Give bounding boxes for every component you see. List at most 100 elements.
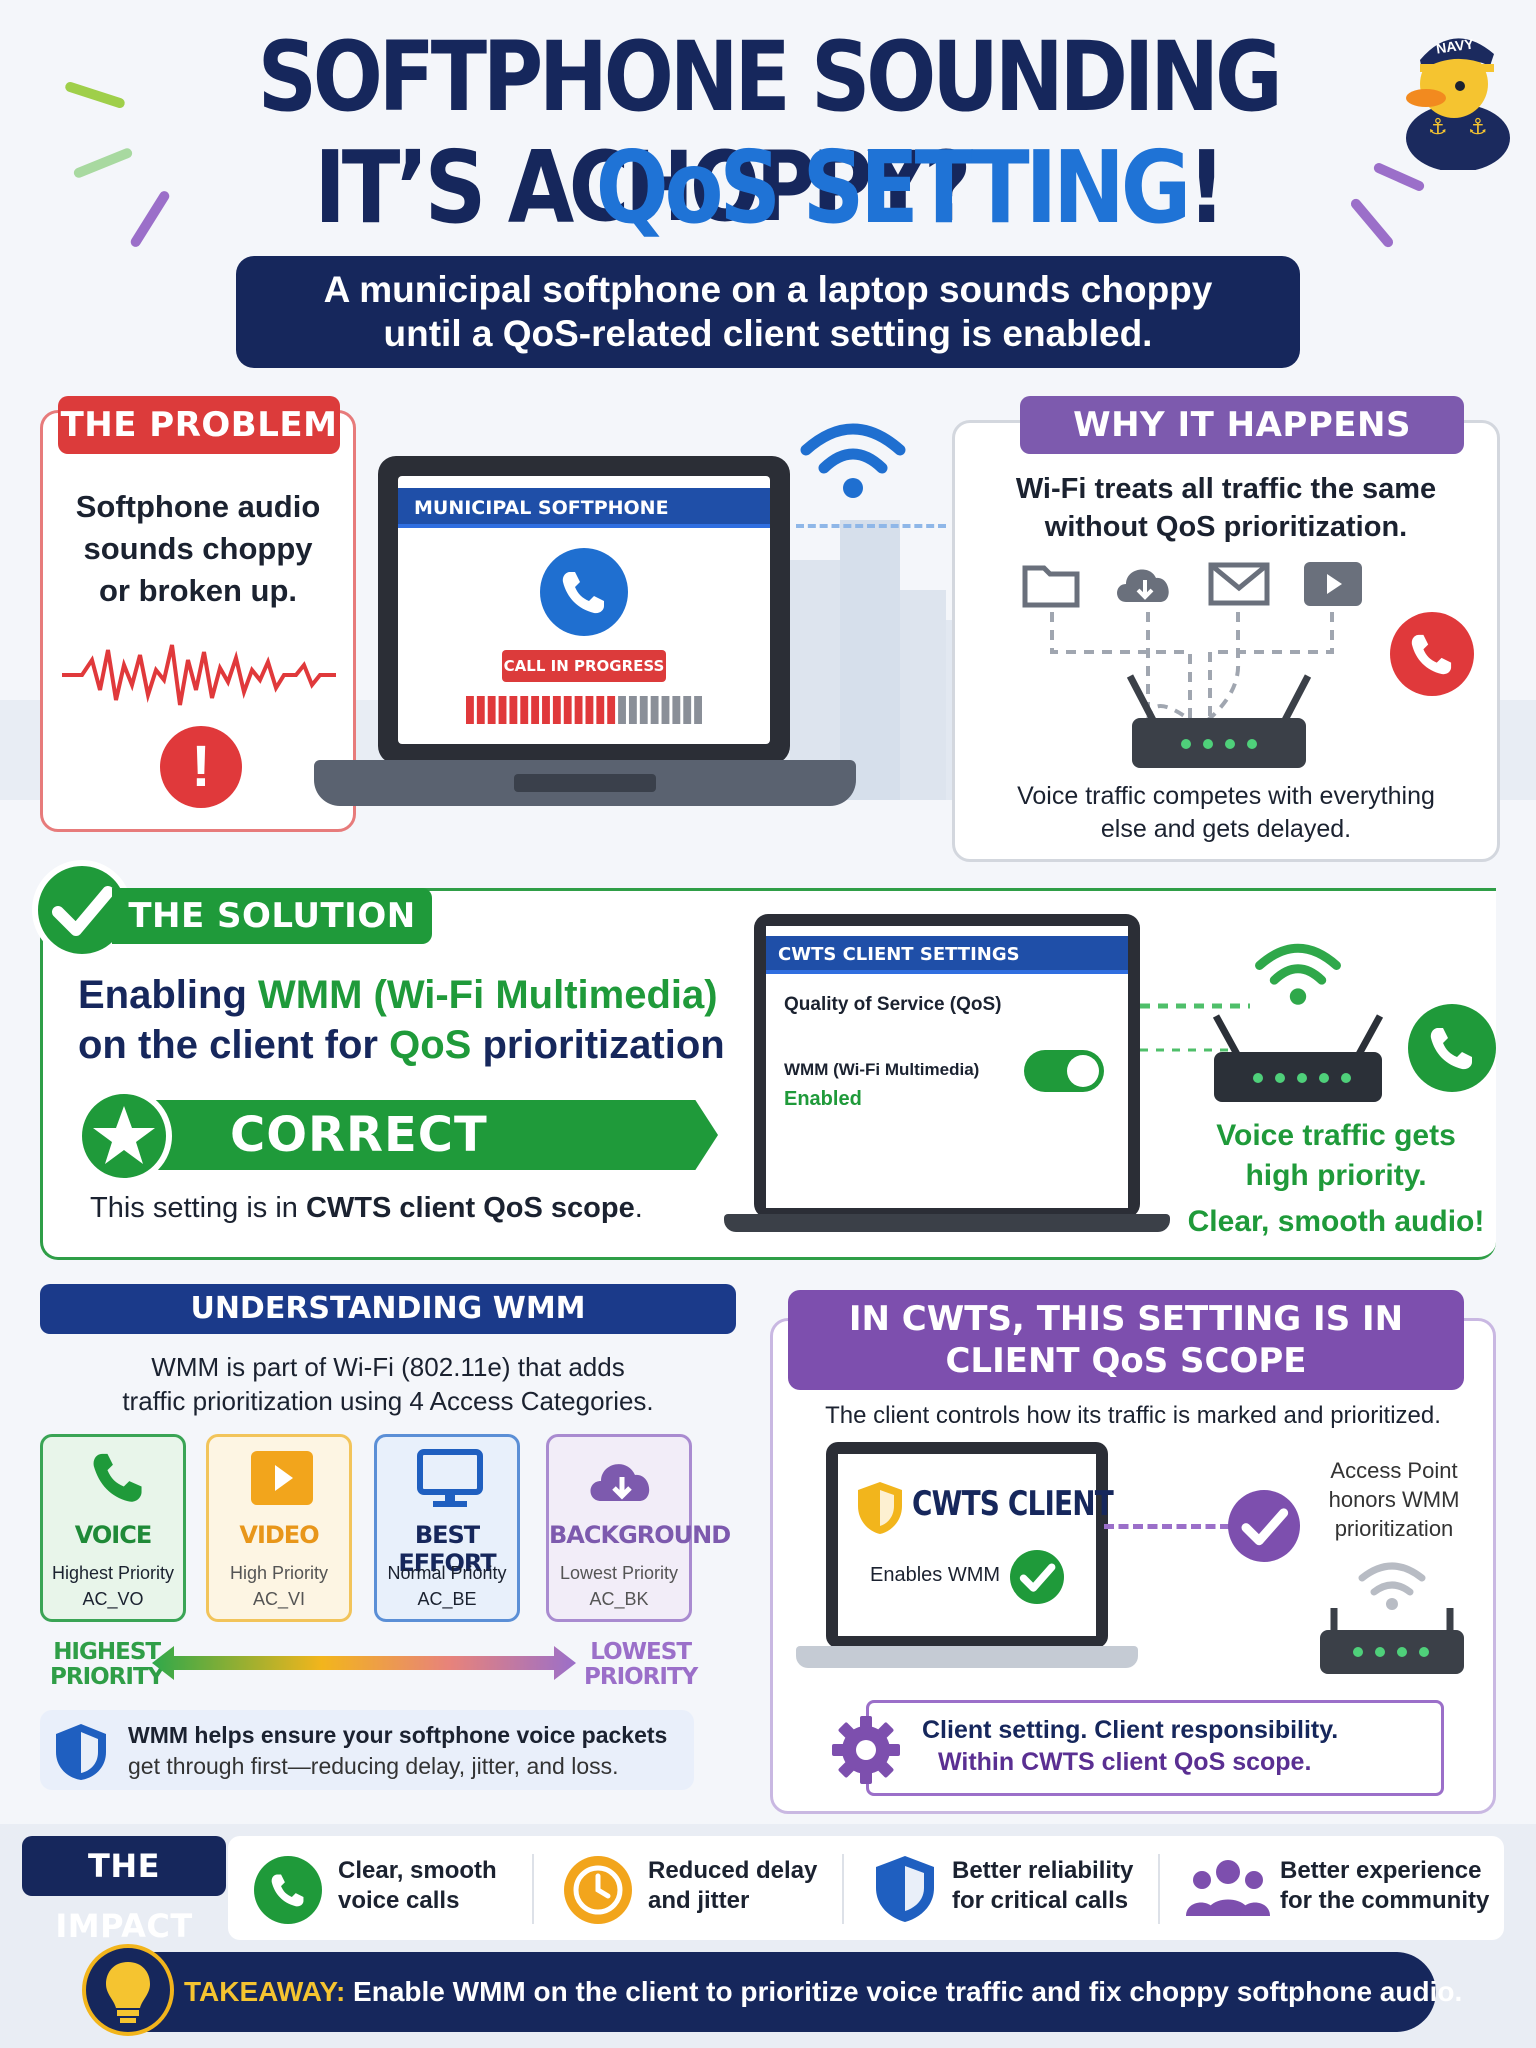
client-title: CWTS CLIENT: [912, 1484, 1114, 1524]
signal-segment: [487, 696, 496, 724]
wmm-note-text: WMM helps ensure your softphone voice pa…: [128, 1722, 668, 1779]
signal-segment: [628, 696, 637, 724]
scope-header: IN CWTS, THIS SETTING IS IN CLIENT QoS S…: [788, 1290, 1464, 1390]
takeaway-banner: [96, 1952, 1436, 2032]
signal-segment: [639, 696, 648, 724]
priority-gradient-arrow: [152, 1644, 576, 1682]
router-green-icon: [1210, 1010, 1386, 1106]
wmm-note-box: [40, 1710, 694, 1790]
correct-answer-label: CORRECT ANSWER: [230, 1107, 488, 1233]
ac-card-background: BACKGROUND Lowest Priority AC_BK: [546, 1434, 731, 1622]
signal-segment: [694, 696, 702, 724]
takeaway-text: TAKEAWAY: Enable WMM on the client to pr…: [184, 1976, 1463, 2007]
gear-icon: [830, 1714, 902, 1786]
star-badge-icon: [76, 1088, 172, 1184]
folder-icon: [1022, 560, 1080, 608]
page-title-line2: IT’S A QoS SETTING!: [314, 129, 1226, 246]
router-icon: [1318, 1558, 1466, 1678]
problem-tag: THE PROBLEM: [58, 396, 340, 454]
divider: [532, 1854, 534, 1924]
why-text: Wi-Fi treats all traffic the same withou…: [1015, 473, 1437, 543]
phone-green-icon: [254, 1856, 322, 1924]
signal-segment: [607, 696, 616, 724]
laptop-cwts-client: [796, 1442, 1138, 1674]
signal-segment: [683, 696, 692, 724]
signal-segment: [542, 696, 550, 724]
scope-text: This setting is in CWTS client QoS scope…: [90, 1192, 643, 1224]
solution-tag: THE SOLUTION: [112, 888, 432, 944]
divider: [1158, 1854, 1160, 1924]
monitor-icon: [417, 1449, 483, 1509]
choppy-waveform-icon: [62, 630, 336, 720]
scope-description: The client controls how its traffic is m…: [825, 1402, 1441, 1429]
solution-text: Enabling WMM (Wi-Fi Multimedia) on the c…: [78, 973, 725, 1067]
signal-segment: [596, 696, 605, 724]
audio-signal-meter: [466, 696, 702, 724]
svg-text:⚓: ⚓: [1468, 115, 1488, 140]
clear-call-icon: [1408, 1004, 1496, 1092]
connection-dashed-line: [796, 524, 946, 528]
wmm-toggle[interactable]: [1024, 1050, 1104, 1092]
signal-segment: [618, 696, 626, 724]
router-icon: [1124, 672, 1314, 772]
problem-text: Softphone audio sounds choppy or broken …: [75, 489, 321, 608]
impact-row: [228, 1836, 1504, 1940]
signal-segment: [498, 696, 507, 724]
signal-segment: [466, 696, 474, 724]
client-subtitle: Enables WMM: [870, 1564, 1001, 1586]
signal-segment: [552, 696, 561, 724]
ac-card-voice: VOICE Highest Priority AC_VO: [40, 1434, 186, 1622]
signal-segment: [509, 696, 518, 724]
video-icon: [251, 1451, 313, 1505]
qos-section-label: Quality of Service (QoS): [784, 994, 1002, 1015]
lightbulb-icon: [82, 1944, 174, 2036]
responsibility-box: [866, 1700, 1444, 1796]
access-point-text: Access Point honors WMM prioritization: [1328, 1458, 1460, 1541]
cloud-download-icon: [587, 1451, 657, 1507]
subtitle-banner: A municipal softphone on a laptop sounds…: [236, 256, 1300, 368]
correct-answer-banner: [152, 1100, 718, 1170]
wmm-description: WMM is part of Wi-Fi (802.11e) that adds…: [122, 1352, 654, 1416]
softphone-app-title: MUNICIPAL SOFTPHONE: [398, 488, 770, 528]
wmm-state-label: Enabled: [784, 1088, 862, 1110]
signal-segment: [563, 696, 572, 724]
call-status-badge: CALL IN PROGRESS: [502, 650, 666, 682]
signal-segment: [476, 696, 485, 724]
navy-duck-mascot-icon: ⚓ ⚓ NAVY: [1398, 20, 1518, 172]
wmm-header: UNDERSTANDING WMM: [40, 1284, 736, 1334]
why-tag: WHY IT HAPPENS: [1020, 396, 1464, 454]
divider: [842, 1854, 844, 1924]
clock-icon: [564, 1856, 632, 1924]
wifi-icon: [798, 414, 908, 502]
signal-segment: [585, 696, 594, 724]
mail-icon: [1208, 562, 1270, 606]
why-footer-text: Voice traffic competes with everything e…: [1017, 782, 1435, 843]
check-circle-icon: [1010, 1550, 1064, 1604]
responsibility-text: Client setting. Client responsibility. W…: [922, 1716, 1339, 1776]
signal-segment: [531, 696, 540, 724]
signal-segment: [520, 696, 529, 724]
phone-call-icon[interactable]: [540, 548, 628, 636]
signal-segment: [661, 696, 670, 724]
scope-dashed-line: [1104, 1524, 1230, 1529]
check-circle-purple-icon: [1228, 1490, 1300, 1562]
toggle-knob: [1067, 1055, 1099, 1087]
shield-gold-icon: [856, 1480, 904, 1536]
alert-icon: !: [160, 726, 242, 808]
subtitle-line1: A municipal softphone on a laptop sounds…: [323, 269, 1213, 310]
ac-card-video: VIDEO High Priority AC_VI: [206, 1434, 352, 1622]
ac-card-best-effort: BEST EFFORT Normal Priority AC_BE: [374, 1434, 520, 1622]
shield-blue-icon: [874, 1854, 936, 1924]
subtitle-line2: until a QoS-related client setting is en…: [383, 313, 1153, 354]
signal-segment: [650, 696, 659, 724]
signal-segment: [574, 696, 583, 724]
signal-segment: [672, 696, 681, 724]
shield-check-icon: [54, 1722, 108, 1782]
solution-connection-lines: [1140, 1000, 1250, 1060]
